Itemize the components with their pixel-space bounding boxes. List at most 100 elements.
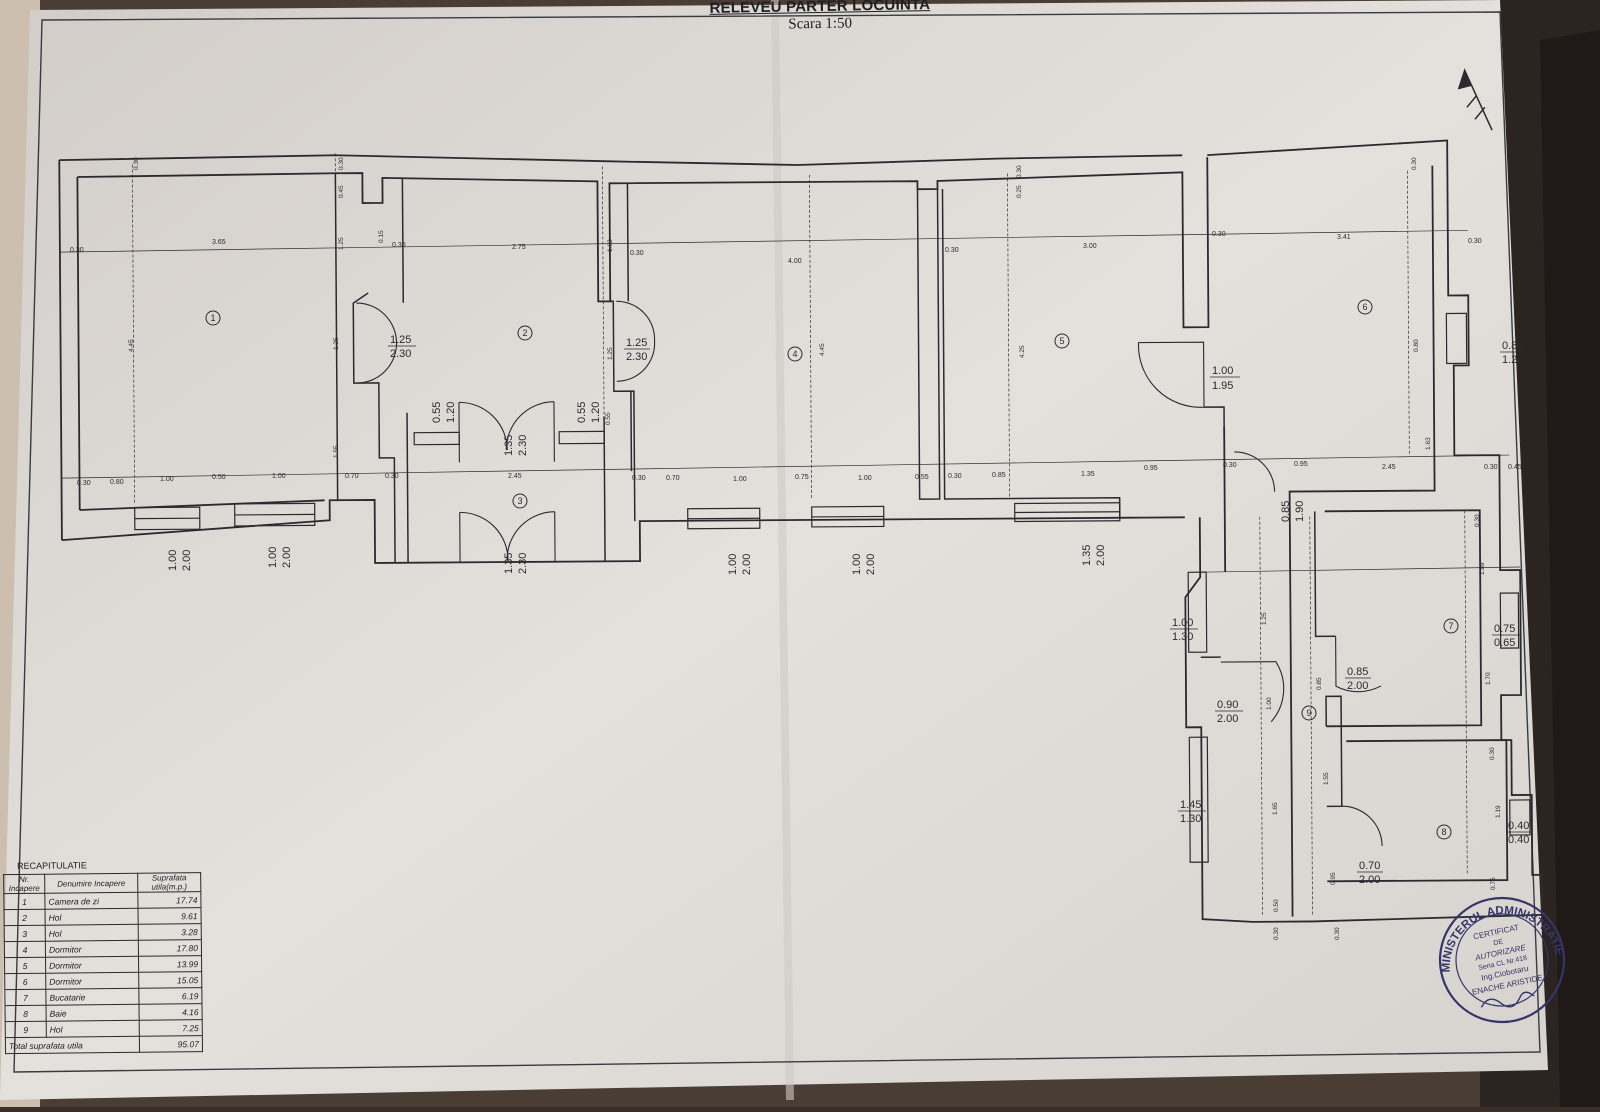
svg-text:0.70: 0.70 — [666, 475, 680, 482]
svg-text:1.25: 1.25 — [390, 334, 411, 346]
recap-table-block: RECAPITULATIE Nr. Incapere Denumire Inca… — [3, 859, 227, 1054]
svg-text:0.95: 0.95 — [1294, 461, 1308, 468]
dim-text: 0.30 — [70, 247, 84, 254]
svg-text:2.00: 2.00 — [1347, 680, 1368, 692]
dim-text: 0.30 — [630, 250, 644, 257]
svg-text:0.50: 0.50 — [212, 474, 226, 481]
svg-text:0.45: 0.45 — [338, 185, 345, 198]
svg-text:8: 8 — [1441, 827, 1446, 837]
svg-text:1.35: 1.35 — [503, 553, 515, 574]
svg-text:0.75: 0.75 — [795, 474, 809, 481]
recap-header-row: Nr. Incapere Denumire Incapere Suprafata… — [4, 873, 201, 894]
svg-text:1.30: 1.30 — [1180, 813, 1201, 825]
svg-text:0.30: 0.30 — [1223, 462, 1237, 469]
svg-text:1: 1 — [210, 313, 215, 323]
svg-text:0.30: 0.30 — [948, 473, 962, 480]
svg-text:2.00: 2.00 — [865, 554, 877, 575]
recap-table: Nr. Incapere Denumire Incapere Suprafata… — [3, 872, 203, 1054]
svg-text:0.80: 0.80 — [110, 479, 124, 486]
svg-text:2.00: 2.00 — [1359, 874, 1380, 886]
svg-text:0.85: 0.85 — [1316, 677, 1323, 690]
svg-text:0.30: 0.30 — [1016, 165, 1023, 178]
svg-text:1.63: 1.63 — [1425, 437, 1432, 450]
svg-text:1.00: 1.00 — [267, 547, 279, 568]
recap-header: Nr. Incapere — [4, 874, 45, 893]
svg-text:0.30: 0.30 — [1273, 927, 1280, 940]
svg-text:0.95: 0.95 — [1330, 872, 1337, 885]
svg-text:0.75: 0.75 — [1490, 877, 1497, 890]
svg-text:0.85: 0.85 — [1280, 501, 1292, 522]
svg-text:1.55: 1.55 — [333, 445, 340, 458]
svg-text:1.19: 1.19 — [1495, 805, 1502, 818]
svg-text:0.30: 0.30 — [133, 157, 140, 170]
svg-text:2.45: 2.45 — [508, 473, 522, 480]
dim-text: 0.30 — [1212, 231, 1226, 238]
svg-text:0.40: 0.40 — [1508, 834, 1529, 846]
svg-text:0.45: 0.45 — [1508, 464, 1522, 471]
svg-text:1.00: 1.00 — [858, 475, 872, 482]
svg-text:2.00: 2.00 — [741, 554, 753, 575]
svg-text:0.30: 0.30 — [385, 473, 399, 480]
svg-text:1.90: 1.90 — [1294, 501, 1306, 522]
svg-text:5: 5 — [1059, 336, 1064, 346]
dim-text: 3.41 — [1337, 234, 1351, 241]
svg-text:0.75: 0.75 — [1494, 623, 1515, 635]
svg-text:0.30: 0.30 — [1489, 747, 1496, 760]
dim-text: 0.30 — [392, 242, 406, 249]
svg-text:1.25: 1.25 — [338, 237, 345, 250]
svg-text:2.00: 2.00 — [1095, 545, 1107, 566]
svg-text:0.30: 0.30 — [77, 480, 91, 487]
svg-text:0.90: 0.90 — [1217, 699, 1238, 711]
svg-text:0.40: 0.40 — [1508, 820, 1529, 832]
svg-text:0.55: 0.55 — [915, 474, 929, 481]
svg-text:0.15: 0.15 — [378, 230, 385, 243]
svg-text:1.00: 1.00 — [1266, 697, 1273, 710]
svg-text:0.85: 0.85 — [992, 472, 1006, 479]
dim-text: 4.00 — [788, 258, 802, 265]
svg-text:0.30: 0.30 — [1474, 514, 1481, 527]
svg-text:1.25: 1.25 — [333, 337, 340, 350]
svg-text:1.00: 1.00 — [1212, 365, 1233, 377]
svg-text:1.45: 1.45 — [1180, 799, 1201, 811]
dim-text: 0.30 — [1468, 238, 1482, 245]
svg-text:1.55: 1.55 — [1323, 772, 1330, 785]
svg-text:1.89: 1.89 — [1479, 562, 1486, 575]
svg-text:0.50: 0.50 — [1273, 899, 1280, 912]
svg-text:0.95: 0.95 — [1144, 465, 1158, 472]
recap-header: Suprafata utila(m.p.) — [138, 873, 201, 893]
svg-text:1.00: 1.00 — [160, 476, 174, 483]
svg-text:2.30: 2.30 — [517, 435, 529, 456]
svg-text:0.55: 0.55 — [431, 402, 443, 423]
svg-text:1.00: 1.00 — [1172, 617, 1193, 629]
dim-text: 0.30 — [945, 247, 959, 254]
svg-text:0.80: 0.80 — [1502, 340, 1523, 352]
svg-text:2.30: 2.30 — [390, 348, 411, 360]
svg-text:1.00: 1.00 — [733, 476, 747, 483]
svg-text:0.30: 0.30 — [632, 475, 646, 482]
svg-text:1.20: 1.20 — [590, 402, 602, 423]
svg-text:2.45: 2.45 — [1382, 464, 1396, 471]
svg-text:0.30: 0.30 — [338, 157, 345, 170]
svg-text:1.35: 1.35 — [503, 435, 515, 456]
svg-text:1.70: 1.70 — [1485, 672, 1492, 685]
title-block: RELEVEU PARTER LOCUINTA Scara 1:50 — [690, 0, 951, 35]
dim-text: 3.00 — [1083, 243, 1097, 250]
svg-text:1.95: 1.95 — [1212, 380, 1233, 392]
svg-text:0.30: 0.30 — [1411, 157, 1418, 170]
svg-text:1.25: 1.25 — [607, 347, 614, 360]
svg-text:0.70: 0.70 — [345, 473, 359, 480]
dim-text: 2.75 — [512, 244, 526, 251]
svg-text:1.00: 1.00 — [727, 554, 739, 575]
svg-text:1.63: 1.63 — [607, 239, 614, 252]
svg-text:0.65: 0.65 — [1494, 637, 1515, 649]
svg-text:1.20: 1.20 — [445, 402, 457, 423]
total-value: 95.07 — [139, 1036, 202, 1053]
svg-text:1.35: 1.35 — [1081, 545, 1093, 566]
svg-text:4: 4 — [792, 349, 797, 359]
svg-text:0.85: 0.85 — [1347, 666, 1368, 678]
svg-text:4.45: 4.45 — [128, 339, 135, 352]
svg-text:1.00: 1.00 — [851, 554, 863, 575]
svg-text:1.25: 1.25 — [1261, 612, 1268, 625]
svg-text:0.30: 0.30 — [1484, 464, 1498, 471]
